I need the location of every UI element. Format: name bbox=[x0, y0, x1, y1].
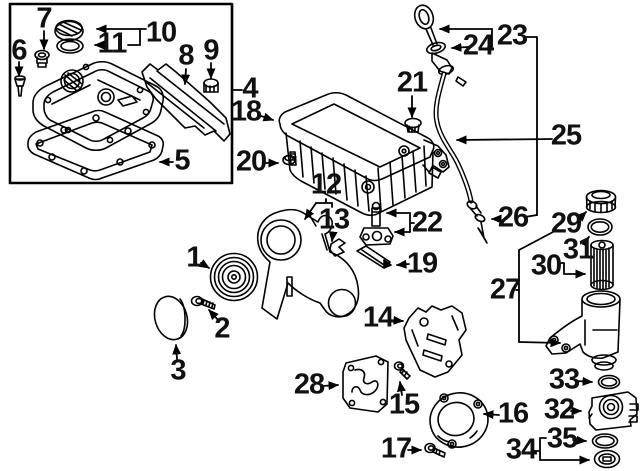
callout-label-6[interactable]: 6 bbox=[11, 34, 27, 67]
callout-label-26[interactable]: 26 bbox=[497, 201, 529, 234]
callout-label-27[interactable]: 27 bbox=[489, 273, 521, 306]
callout-label-11[interactable]: 11 bbox=[97, 27, 128, 60]
callout-label-9[interactable]: 9 bbox=[203, 34, 219, 67]
callout-label-33[interactable]: 33 bbox=[548, 363, 580, 396]
crankshaft-pulley-part bbox=[211, 254, 258, 301]
callout-label-5[interactable]: 5 bbox=[174, 144, 190, 177]
sealing-flange-part bbox=[425, 388, 493, 453]
pump-gasket-part bbox=[343, 356, 388, 412]
valve-cover-part bbox=[33, 62, 163, 151]
callout-label-7[interactable]: 7 bbox=[36, 2, 52, 35]
callout-label-32[interactable]: 32 bbox=[543, 393, 575, 426]
callout-label-23[interactable]: 23 bbox=[496, 19, 528, 52]
callout-label-12[interactable]: 12 bbox=[310, 168, 342, 201]
callout-label-17[interactable]: 17 bbox=[380, 432, 412, 465]
callout-label-2[interactable]: 2 bbox=[214, 312, 230, 345]
valve-cover-gasket-part bbox=[28, 111, 163, 180]
wedge-seal-part bbox=[357, 246, 391, 268]
callout-label-16[interactable]: 16 bbox=[497, 397, 529, 430]
callout-label-18[interactable]: 18 bbox=[230, 95, 262, 128]
oil-filter-element-part bbox=[591, 241, 613, 290]
inner-timing-cover-part bbox=[404, 306, 466, 377]
oil-filter-cap-part bbox=[587, 191, 616, 213]
cover-bolt-part bbox=[395, 362, 411, 379]
oil-filler-cap-part bbox=[55, 21, 83, 54]
inset-box bbox=[10, 4, 232, 183]
housing-oring-part bbox=[599, 376, 620, 389]
oil-cooler-part bbox=[589, 392, 638, 430]
cooler-oring-part bbox=[593, 434, 618, 448]
oil-pan-plug-part bbox=[405, 119, 421, 133]
callout-label-4[interactable]: 4 bbox=[242, 72, 258, 105]
oil-pan-bolt-part bbox=[283, 152, 296, 165]
dipstick-part bbox=[412, 3, 466, 86]
callout-label-34[interactable]: 34 bbox=[505, 433, 537, 466]
cooler-plug-part bbox=[595, 451, 620, 468]
leader-lines-main bbox=[172, 24, 593, 465]
heat-shield-part bbox=[142, 64, 230, 141]
callout-label-28[interactable]: 28 bbox=[293, 368, 325, 401]
flange-bolt-part bbox=[425, 444, 445, 458]
callout-label-1[interactable]: 1 bbox=[186, 241, 202, 274]
callout-label-24[interactable]: 24 bbox=[462, 29, 494, 62]
callout-label-10[interactable]: 10 bbox=[145, 16, 177, 49]
callout-label-25[interactable]: 25 bbox=[550, 119, 582, 152]
callout-label-29[interactable]: 29 bbox=[550, 207, 582, 240]
callout-label-30[interactable]: 30 bbox=[530, 249, 562, 282]
callout-label-15[interactable]: 15 bbox=[388, 388, 420, 421]
timing-cover-part bbox=[258, 210, 359, 319]
dipstick-tube-part bbox=[429, 74, 487, 243]
stud-part bbox=[15, 76, 25, 96]
filter-cap-oring-part bbox=[588, 219, 612, 235]
callout-label-3[interactable]: 3 bbox=[170, 354, 186, 387]
callout-label-31[interactable]: 31 bbox=[562, 233, 594, 266]
callout-label-19[interactable]: 19 bbox=[406, 247, 438, 280]
sealing-cap-part bbox=[150, 292, 193, 343]
callout-label-14[interactable]: 14 bbox=[362, 301, 394, 334]
callout-label-13[interactable]: 13 bbox=[318, 203, 350, 236]
oil-pan-part bbox=[279, 93, 449, 216]
oil-filter-housing-part bbox=[546, 291, 620, 370]
pulley-bolt-part bbox=[192, 297, 216, 310]
callout-label-35[interactable]: 35 bbox=[546, 422, 578, 455]
callout-label-21[interactable]: 21 bbox=[396, 66, 428, 99]
callout-label-20[interactable]: 20 bbox=[235, 145, 267, 178]
retaining-clip-part bbox=[330, 239, 345, 256]
grommet-part bbox=[35, 51, 49, 68]
leader-lines-box bbox=[14, 24, 242, 167]
oil-level-sensor-part bbox=[360, 203, 393, 246]
callout-label-22[interactable]: 22 bbox=[411, 206, 443, 239]
nut-part bbox=[204, 79, 218, 92]
callout-label-8[interactable]: 8 bbox=[178, 39, 194, 72]
